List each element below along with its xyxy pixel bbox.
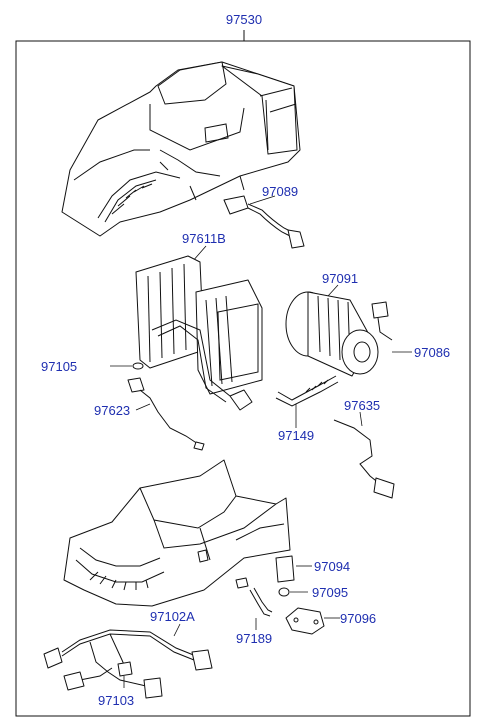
blower-motor-97091 bbox=[285, 284, 412, 377]
label-97095[interactable]: 97095 bbox=[312, 585, 348, 600]
sensor-97623 bbox=[127, 377, 205, 451]
label-97611B[interactable]: 97611B bbox=[182, 231, 226, 246]
bracket-97096 bbox=[285, 607, 340, 635]
label-97102A[interactable]: 97102A bbox=[150, 609, 195, 624]
sensor-97089 bbox=[223, 195, 305, 249]
label-97105[interactable]: 97105 bbox=[41, 359, 77, 374]
label-97530[interactable]: 97530 bbox=[226, 12, 262, 27]
lower-case bbox=[63, 459, 291, 607]
label-97086[interactable]: 97086 bbox=[414, 345, 450, 360]
valve-97105 bbox=[110, 362, 144, 370]
label-97094[interactable]: 97094 bbox=[314, 559, 350, 574]
hose-97149 bbox=[275, 375, 339, 428]
label-97096[interactable]: 97096 bbox=[340, 611, 376, 626]
evaporator-97611B bbox=[135, 245, 263, 411]
sensor-97635 bbox=[333, 411, 395, 499]
label-97149[interactable]: 97149 bbox=[278, 428, 314, 443]
label-97103[interactable]: 97103 bbox=[98, 693, 134, 708]
label-97635[interactable]: 97635 bbox=[344, 398, 380, 413]
harness-97102A bbox=[43, 623, 213, 699]
label-97091[interactable]: 97091 bbox=[322, 271, 358, 286]
label-97189[interactable]: 97189 bbox=[236, 631, 272, 646]
seal-97094 bbox=[275, 555, 312, 583]
assembly-frame bbox=[15, 30, 471, 717]
clip-97095 bbox=[278, 587, 308, 597]
label-97089[interactable]: 97089 bbox=[262, 184, 298, 199]
upper-case bbox=[61, 61, 301, 237]
hose-97189 bbox=[249, 587, 273, 630]
label-97623[interactable]: 97623 bbox=[94, 403, 130, 418]
